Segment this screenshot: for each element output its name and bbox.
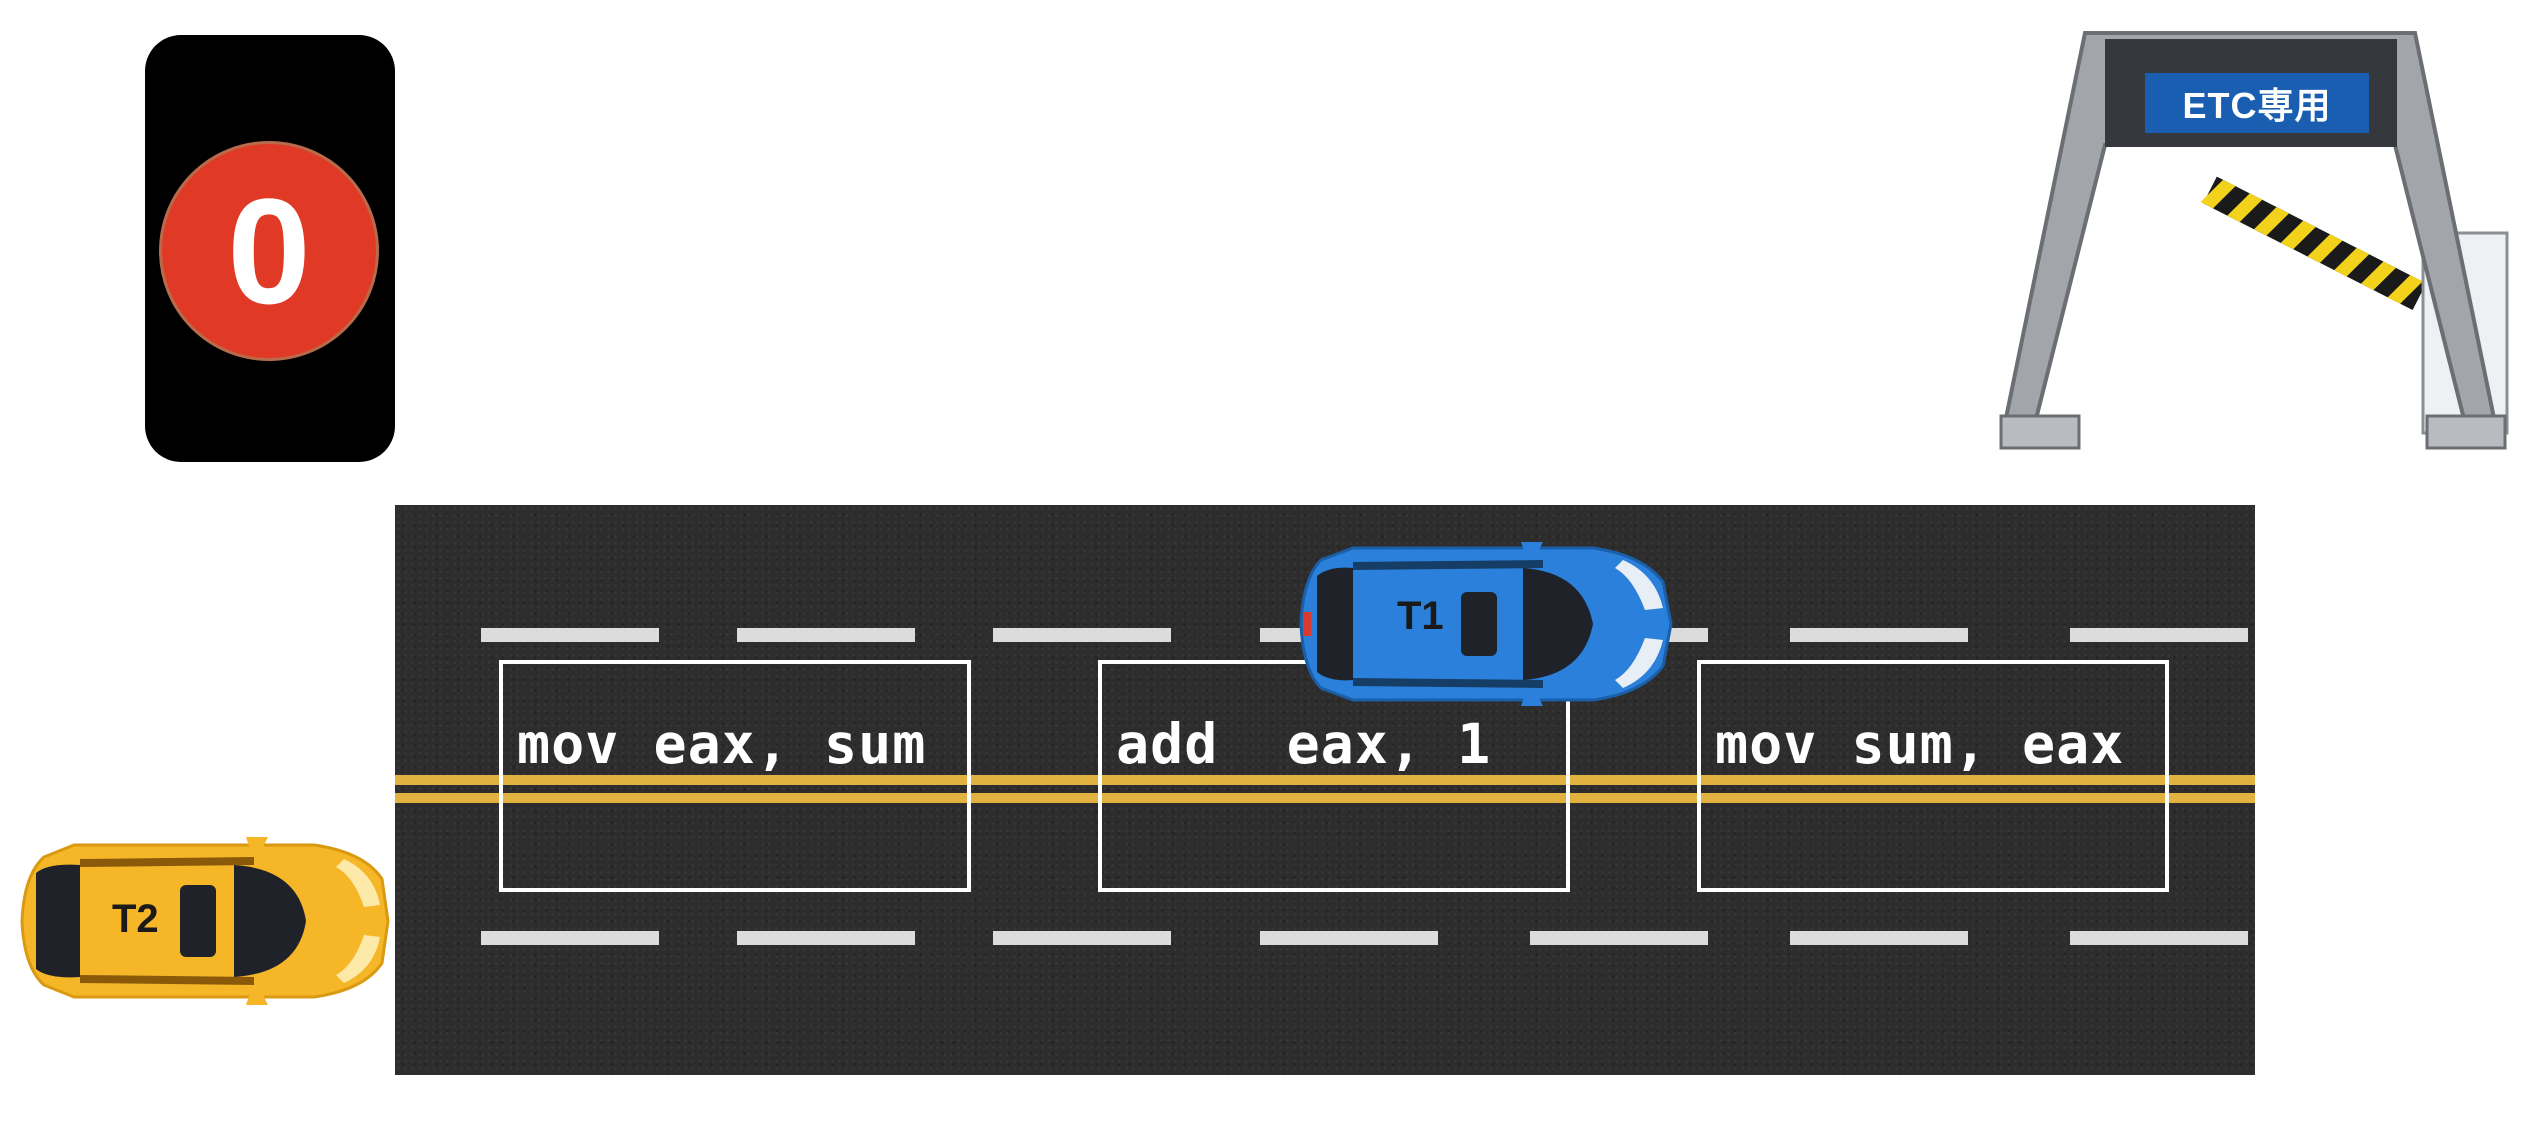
- lane-dash: [2070, 931, 2248, 945]
- car-t2: T2: [14, 835, 390, 1007]
- instruction-text: add eax, 1: [1116, 712, 1492, 776]
- etc-sign: ETC専用: [2145, 73, 2369, 133]
- blue-car-icon: [1299, 542, 1673, 706]
- instruction-box: mov sum, eax: [1697, 660, 2169, 892]
- lane-dash: [1790, 628, 1968, 642]
- lane-dash: [737, 628, 915, 642]
- lane-dash: [481, 628, 659, 642]
- counter-value: 0: [159, 141, 379, 361]
- lane-dash: [993, 931, 1171, 945]
- lane-dash: [2070, 628, 2248, 642]
- instruction-text: mov eax, sum: [517, 712, 927, 776]
- etc-gate: ETC専用: [1995, 25, 2515, 455]
- lane-dash: [993, 628, 1171, 642]
- lane-dash: [737, 931, 915, 945]
- lane-dash: [1790, 931, 1968, 945]
- instruction-box: mov eax, sum: [499, 660, 971, 892]
- instruction-box: add eax, 1: [1098, 660, 1570, 892]
- yellow-car-icon: [20, 837, 390, 1005]
- center-line: [395, 775, 2255, 785]
- instruction-text: mov sum, eax: [1715, 712, 2125, 776]
- car-label: T2: [112, 897, 159, 941]
- car-t1: T1: [1293, 538, 1673, 710]
- lane-dash: [1260, 931, 1438, 945]
- road: mov eax, sum add eax, 1 mov sum, eax: [395, 505, 2255, 1075]
- lane-dash: [481, 931, 659, 945]
- center-line: [395, 793, 2255, 803]
- counter-panel: 0: [145, 35, 395, 462]
- lane-dash: [1530, 931, 1708, 945]
- car-label: T1: [1397, 594, 1444, 638]
